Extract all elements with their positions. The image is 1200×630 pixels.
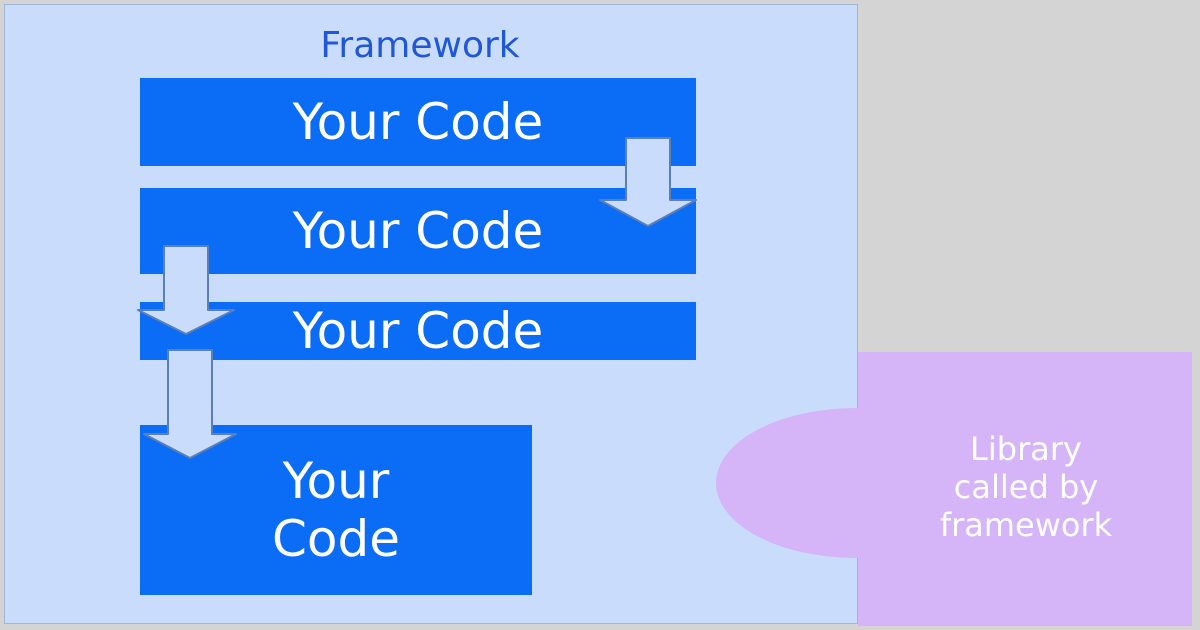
code-block-1-label: Your Code	[292, 93, 544, 151]
framework-title: Framework	[320, 25, 520, 66]
code-block-4-label-line1: Your	[282, 452, 390, 510]
code-block-1: Your Code	[140, 78, 696, 166]
code-block-4: Your Code	[140, 425, 532, 595]
library-label-line3: framework	[939, 506, 1113, 544]
library-label: Library called by framework	[868, 430, 1184, 544]
code-block-2: Your Code	[140, 188, 696, 274]
library-label-line1: Library	[970, 430, 1082, 468]
code-block-4-label-line2: Code	[271, 510, 400, 568]
code-block-2-label: Your Code	[292, 202, 544, 260]
code-block-3-label: Your Code	[292, 302, 544, 360]
library-container	[858, 352, 1192, 626]
code-block-3: Your Code	[140, 302, 696, 360]
library-label-line2: called by	[953, 468, 1099, 506]
code-block-4-text: Your Code	[272, 452, 400, 568]
